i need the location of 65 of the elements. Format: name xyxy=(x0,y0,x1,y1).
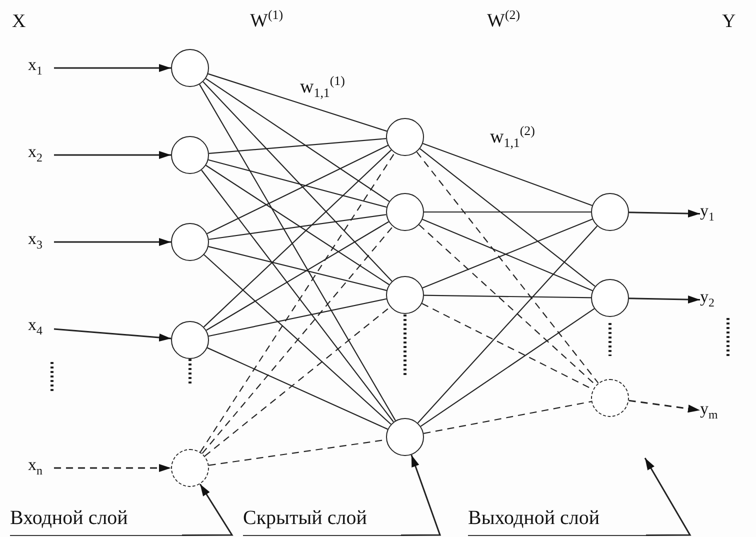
connection-line xyxy=(208,138,386,154)
variable-label: x$_{4}$ xyxy=(28,316,42,338)
variable-label: y$_{1}$ xyxy=(700,202,714,224)
neuron-circle xyxy=(171,449,209,487)
connection-line xyxy=(208,214,386,240)
connection-line xyxy=(200,152,396,452)
leader-arrow xyxy=(401,454,442,536)
vector-label: Y xyxy=(722,12,736,33)
variable-label: x$_{n}$ xyxy=(28,456,42,478)
connection-line xyxy=(420,148,596,287)
neuron-circle xyxy=(591,279,629,317)
connection-line xyxy=(206,164,390,286)
connection-line xyxy=(208,246,387,291)
arrow xyxy=(54,64,171,72)
connection-line xyxy=(202,226,394,454)
weight-label: W$^{(2)}$ xyxy=(487,8,520,32)
variable-label: x$_{3}$ xyxy=(28,230,42,252)
connection-line xyxy=(420,308,595,427)
variable-label: x$_{2}$ xyxy=(28,143,42,164)
neuron-circle xyxy=(591,193,629,231)
connection-line xyxy=(208,298,387,337)
leader-arrow xyxy=(182,484,234,536)
connection-line xyxy=(201,170,394,422)
connection-line xyxy=(207,347,388,430)
connection-line xyxy=(202,81,392,282)
arrow xyxy=(628,210,700,218)
connection-line xyxy=(199,84,396,421)
arrow xyxy=(54,328,172,342)
arrow xyxy=(54,464,171,472)
neuron-circle xyxy=(386,118,424,156)
neuron-circle xyxy=(386,193,424,231)
arrow xyxy=(54,151,171,159)
neuron-circle xyxy=(386,276,424,314)
leader-arrow xyxy=(644,458,692,536)
arrow xyxy=(628,296,700,304)
layer-label: Входной слой xyxy=(10,505,182,536)
neuron-circle xyxy=(171,223,209,261)
variable-label: x$_{1}$ xyxy=(28,56,42,78)
connection-line xyxy=(203,150,392,328)
connection-line xyxy=(208,73,388,132)
connection-line xyxy=(424,211,591,213)
connection-line xyxy=(204,254,392,425)
neuron-circle xyxy=(386,418,424,456)
connection-line xyxy=(424,401,592,434)
connection-line xyxy=(417,226,598,424)
weight-label: W$^{(1)}$ xyxy=(250,8,283,32)
connection-line xyxy=(205,78,390,202)
connection-line xyxy=(418,224,596,386)
vector-label: X xyxy=(12,12,26,33)
connection-line xyxy=(206,144,388,234)
neuron-circle xyxy=(171,321,209,359)
connection-line xyxy=(206,221,389,331)
variable-label: y$_{2}$ xyxy=(700,288,714,310)
arrow xyxy=(54,238,171,246)
arrow xyxy=(628,400,700,413)
layer-label: Скрытый слой xyxy=(243,505,401,536)
connection-line xyxy=(204,306,391,457)
connection-line xyxy=(422,143,592,206)
connection-line xyxy=(424,294,591,298)
connection-line xyxy=(208,159,387,208)
layer-label: Выходной слой xyxy=(468,505,646,536)
neuron-circle xyxy=(171,136,209,174)
connection-line xyxy=(416,152,599,384)
variable-label: y$_{m}$ xyxy=(700,400,718,422)
neuron-circle xyxy=(171,49,209,87)
